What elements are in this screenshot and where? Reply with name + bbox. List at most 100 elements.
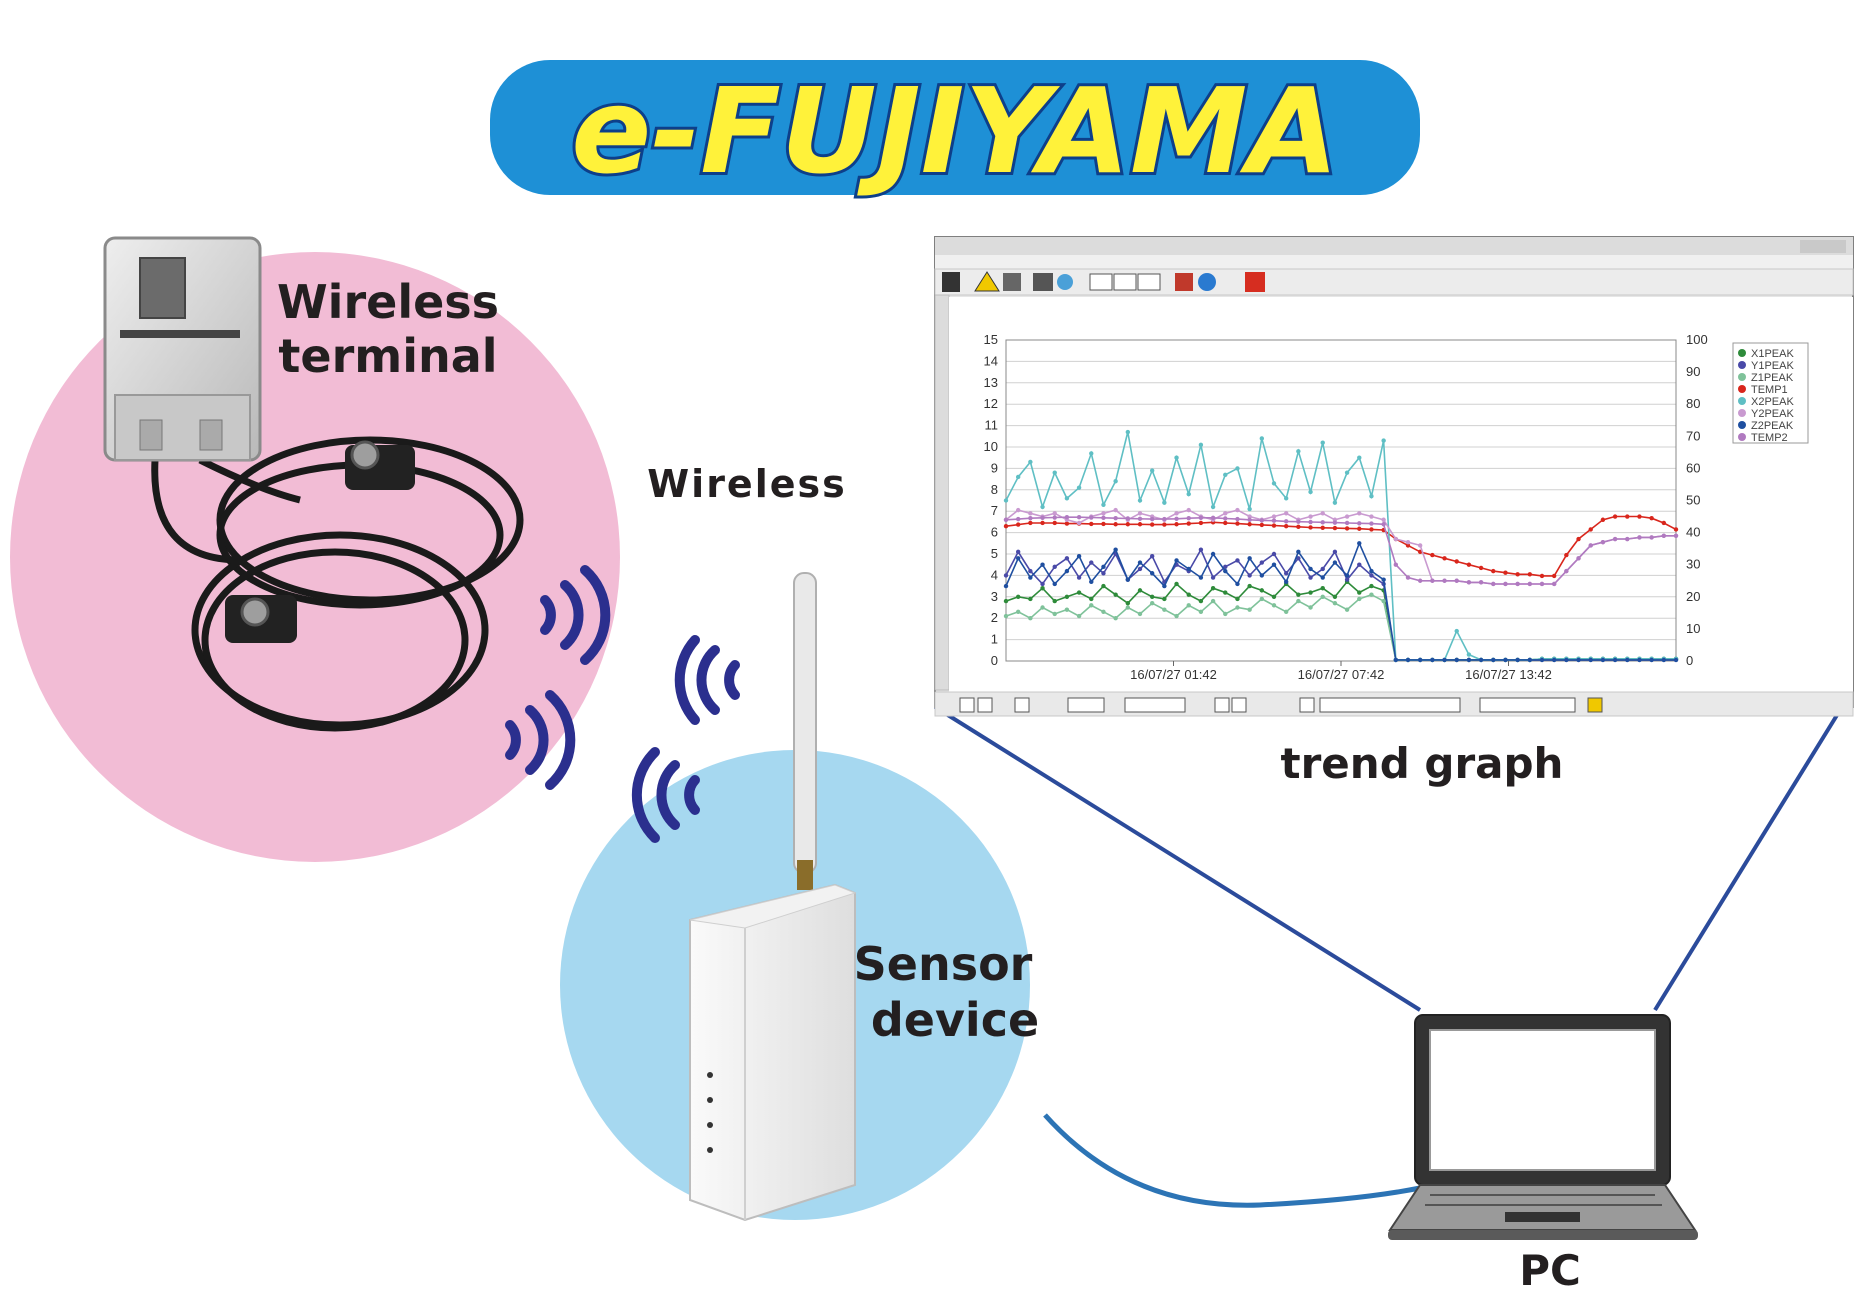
data-point <box>1308 519 1313 525</box>
data-point <box>1015 507 1021 513</box>
data-point <box>1137 560 1143 565</box>
data-point <box>1259 573 1265 578</box>
data-point <box>1052 520 1057 526</box>
data-point <box>1271 481 1277 486</box>
data-point <box>1271 514 1277 519</box>
y-left-tick-label: 7 <box>991 503 998 518</box>
y-left-tick-label: 15 <box>984 332 998 347</box>
data-point <box>1137 498 1143 503</box>
window-toolbar <box>934 268 1854 296</box>
data-point <box>1442 556 1447 561</box>
data-point <box>1137 522 1143 527</box>
data-point <box>1308 489 1313 495</box>
data-point <box>1357 455 1362 460</box>
data-point <box>1296 524 1301 530</box>
data-point <box>1015 549 1021 555</box>
data-point <box>1015 556 1021 561</box>
data-point <box>1503 581 1508 587</box>
data-point <box>1223 472 1228 478</box>
data-point <box>1064 521 1070 526</box>
y-left-tick-label: 12 <box>984 396 998 411</box>
data-point <box>1576 556 1581 561</box>
data-point <box>1661 533 1667 539</box>
data-point <box>1015 474 1021 480</box>
x-tick-label: 16/07/27 13:42 <box>1465 667 1552 682</box>
data-point <box>1296 549 1301 555</box>
data-point <box>1089 596 1094 602</box>
data-point <box>1625 514 1630 519</box>
data-point <box>1381 598 1386 604</box>
data-point <box>1637 514 1642 519</box>
data-point <box>1369 592 1374 597</box>
toolbar-buttons <box>942 271 1265 292</box>
data-point <box>1125 522 1131 527</box>
data-point <box>1320 440 1325 445</box>
data-point <box>1551 581 1557 587</box>
data-point <box>1296 598 1301 604</box>
data-point <box>1381 438 1386 443</box>
data-point <box>1223 590 1228 595</box>
data-point <box>1515 657 1520 663</box>
data-point <box>1162 596 1167 602</box>
trend-chart: 0123456789101112131415010203040506070809… <box>984 332 1809 682</box>
data-point <box>1162 500 1167 505</box>
data-point <box>1271 523 1277 528</box>
data-point <box>1052 611 1057 617</box>
data-point <box>1210 586 1216 591</box>
data-point <box>1308 514 1313 519</box>
data-point <box>1015 516 1021 522</box>
data-point <box>1344 577 1350 582</box>
legend-label: Y1PEAK <box>1751 360 1794 372</box>
data-point <box>1003 583 1009 589</box>
data-point <box>1332 594 1338 599</box>
data-point <box>1296 592 1301 597</box>
data-point <box>1089 579 1094 585</box>
data-point <box>1357 521 1362 526</box>
window-title-bar <box>935 237 1853 255</box>
data-point <box>1308 590 1313 595</box>
data-point <box>1491 657 1496 663</box>
data-point <box>1113 616 1118 621</box>
data-point <box>1296 449 1301 454</box>
data-point <box>1381 577 1386 582</box>
zoom-line-right <box>1653 705 1844 1012</box>
data-point <box>1101 511 1106 516</box>
chart-area <box>949 297 1853 692</box>
data-point <box>1174 516 1179 521</box>
data-point <box>1235 521 1240 526</box>
data-point <box>1174 613 1179 619</box>
data-point <box>1162 583 1167 589</box>
data-point <box>1052 598 1057 604</box>
data-point <box>1369 514 1374 519</box>
data-point <box>1076 553 1082 559</box>
data-point <box>1028 511 1033 516</box>
data-point <box>1028 515 1033 521</box>
trend-window: 0123456789101112131415010203040506070809… <box>934 236 1854 717</box>
data-point <box>1101 502 1106 507</box>
data-point <box>1162 522 1167 527</box>
data-point <box>1357 562 1362 567</box>
data-point <box>1442 578 1447 583</box>
data-point <box>1210 551 1216 557</box>
data-point <box>1405 543 1411 548</box>
logo-backdrop <box>490 60 1420 195</box>
data-point <box>1113 547 1118 552</box>
y-left-tick-label: 11 <box>985 418 999 433</box>
data-point <box>1028 568 1033 574</box>
data-point <box>1040 504 1045 510</box>
data-point <box>1405 657 1411 663</box>
logo: e-FUJIYAMA <box>490 59 1420 203</box>
data-point <box>1271 594 1277 599</box>
data-point <box>1235 605 1240 610</box>
data-point <box>1454 578 1459 583</box>
data-point <box>1588 657 1593 663</box>
data-point <box>1174 522 1179 527</box>
data-point <box>1259 522 1265 528</box>
data-point <box>1089 560 1094 565</box>
data-point <box>1612 536 1618 542</box>
data-point <box>1125 601 1131 606</box>
data-point <box>1515 572 1520 577</box>
data-point <box>1564 657 1569 663</box>
y-right-tick-label: 80 <box>1686 396 1700 411</box>
data-point <box>1198 598 1204 604</box>
